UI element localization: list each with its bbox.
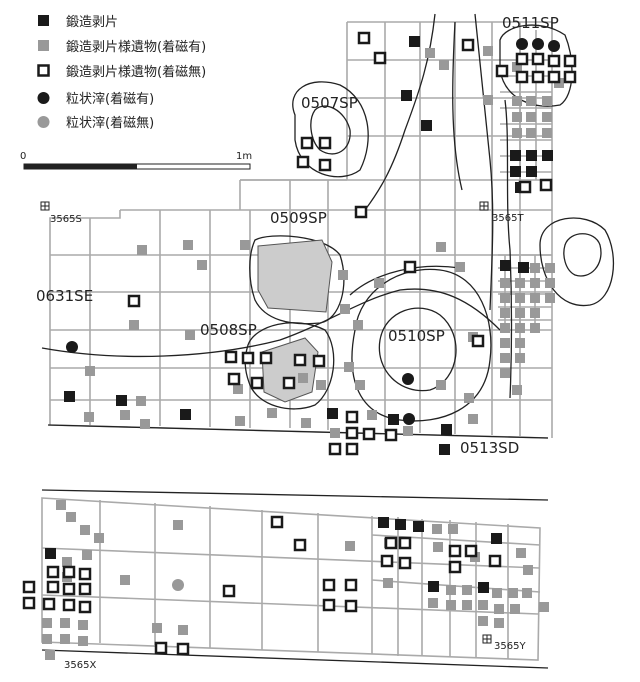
datum-3565s: 3565S — [40, 201, 82, 225]
scale-start-label: 0 — [20, 151, 26, 162]
legend-black-square-icon — [38, 15, 49, 26]
datum-3565s-label: 3565S — [50, 214, 82, 225]
lower-boundary-lines — [41, 489, 549, 669]
scale-end-label: 1m — [236, 151, 252, 162]
legend-hollow-square-icon — [37, 64, 50, 77]
lower-grid — [41, 497, 541, 661]
legend-label-black-square: 鍛造剥片 — [66, 15, 118, 30]
legend: 鍛造剥片 鍛造剥片様遺物(着磁有) 鍛造剥片様遺物(着磁無) 粒状滓(着磁有) … — [20, 15, 252, 170]
lower-markers — [22, 500, 549, 660]
feature-label-0509sp: 0509SP — [270, 209, 327, 227]
legend-black-circle-icon — [37, 92, 50, 104]
feature-outlines — [41, 13, 615, 439]
legend-label-black-circle: 粒状滓(着磁有) — [66, 91, 154, 107]
legend-label-gray-square: 鍛造剥片様遺物(着磁有) — [66, 39, 206, 55]
pit-0508-fill — [261, 337, 319, 403]
legend-gray-circle-icon — [37, 116, 50, 128]
legend-label-gray-circle: 粒状滓(着磁無) — [66, 115, 154, 131]
feature-label-0513sd: 0513SD — [460, 439, 519, 457]
datum-3565y: 3565Y — [482, 634, 526, 652]
pit-0509-fill — [257, 239, 333, 313]
feature-label-0508sp: 0508SP — [200, 321, 257, 339]
feature-label-0510sp: 0510SP — [388, 327, 445, 345]
feature-label-0507sp: 0507SP — [301, 94, 358, 112]
upper-markers — [64, 31, 577, 456]
legend-label-hollow-square: 鍛造剥片様遺物(着磁無) — [66, 64, 206, 80]
datum-3565x-label: 3565X — [64, 660, 96, 671]
datum-3565t-label: 3565T — [492, 213, 524, 224]
datum-3565y-label: 3565Y — [494, 641, 526, 652]
gray-square-cluster-east — [500, 263, 555, 378]
feature-label-0511sp: 0511SP — [502, 14, 559, 32]
legend-gray-square-icon — [38, 40, 49, 51]
feature-label-0631se: 0631SE — [36, 287, 93, 305]
datum-3565t: 3565T — [479, 201, 524, 224]
scale-bar: 0 1m — [20, 151, 252, 170]
datum-3565x: 3565X — [64, 660, 96, 671]
